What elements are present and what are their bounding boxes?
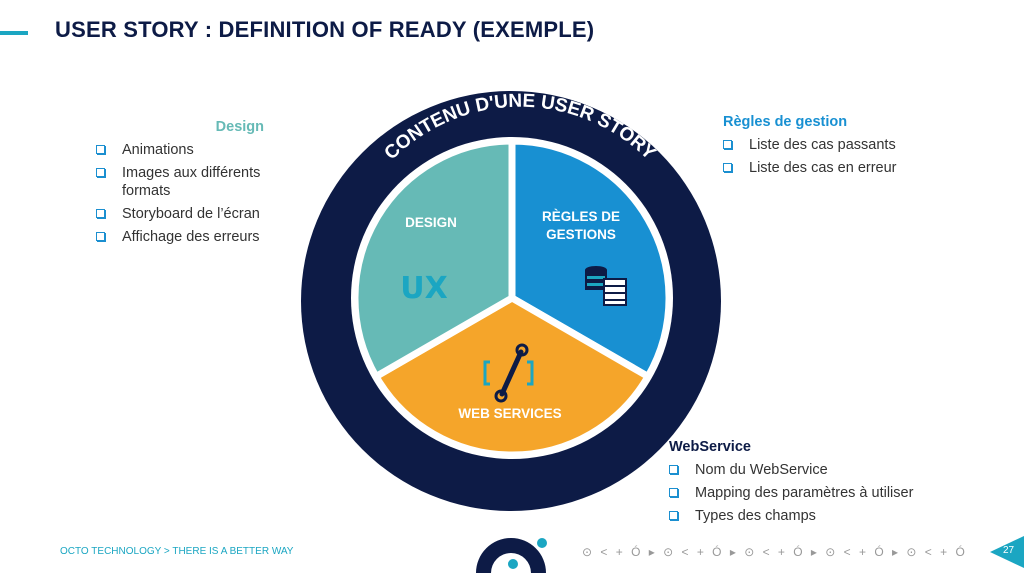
list-item-continuation: formats bbox=[122, 183, 171, 199]
list-item: Nom du WebService bbox=[669, 461, 913, 479]
webservices-label: WEB SERVICES bbox=[458, 406, 561, 421]
list-item: Storyboard de l’écran bbox=[96, 205, 264, 223]
list-item: Liste des cas en erreur bbox=[723, 159, 897, 177]
list-item: Affichage des erreurs bbox=[96, 228, 264, 246]
regles-label-line1: RÈGLES DE bbox=[542, 209, 620, 224]
checkbox-bullet-icon bbox=[96, 145, 105, 154]
list-item: Types des champs bbox=[669, 507, 913, 525]
design-label: DESIGN bbox=[405, 215, 457, 230]
octo-logo bbox=[476, 538, 547, 573]
page-title: USER STORY : DEFINITION OF READY (EXEMPL… bbox=[55, 17, 595, 42]
footer-pattern: ⊙ < + Ó ▸ ⊙ < + Ó ▸ ⊙ < + Ó ▸ ⊙ < + Ó ▸ … bbox=[582, 545, 968, 559]
wrench-code-icon bbox=[483, 343, 534, 403]
list-item: Animations bbox=[96, 141, 264, 159]
page-number-badge bbox=[990, 536, 1024, 568]
list-item: Liste des cas passants bbox=[723, 136, 897, 154]
checkbox-bullet-icon bbox=[723, 163, 732, 172]
design-heading: Design bbox=[215, 119, 264, 135]
webservice-details: WebService Nom du WebService Mapping des… bbox=[669, 439, 913, 530]
regles-heading: Règles de gestion bbox=[723, 114, 848, 130]
checkbox-bullet-icon bbox=[96, 168, 105, 177]
checkbox-bullet-icon bbox=[96, 209, 105, 218]
regles-details: Règles de gestion Liste des cas passants… bbox=[723, 114, 897, 182]
ux-icon: UX bbox=[400, 271, 448, 306]
checkbox-bullet-icon bbox=[669, 488, 678, 497]
segment-design bbox=[351, 137, 516, 382]
webservice-heading: WebService bbox=[669, 439, 751, 455]
title-accent-line bbox=[0, 31, 28, 35]
database-server-icon bbox=[585, 266, 627, 306]
checkbox-bullet-icon bbox=[669, 465, 678, 474]
list-item: Images aux différents bbox=[96, 164, 264, 182]
checkbox-bullet-icon bbox=[669, 511, 678, 520]
page-number: 27 bbox=[1003, 545, 1015, 556]
checkbox-bullet-icon bbox=[96, 232, 105, 241]
footer-tagline: OCTO TECHNOLOGY > THERE IS A BETTER WAY bbox=[60, 546, 294, 557]
list-item: Mapping des paramètres à utiliser bbox=[669, 484, 913, 502]
checkbox-bullet-icon bbox=[723, 140, 732, 149]
design-details: Design Animations Images aux différents … bbox=[96, 119, 264, 251]
regles-label-line2: GESTIONS bbox=[546, 227, 616, 242]
